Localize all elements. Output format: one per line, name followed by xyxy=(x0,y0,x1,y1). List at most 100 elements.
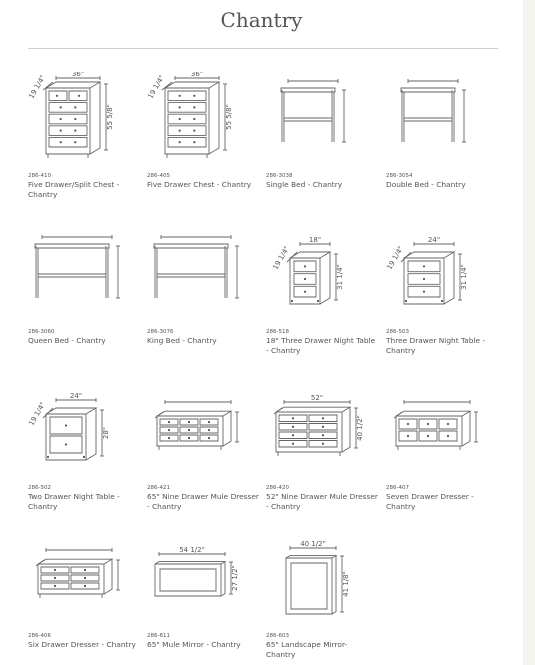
width-label: 36" xyxy=(191,72,203,78)
product-sku: 286-407 xyxy=(386,485,409,491)
drawer-front xyxy=(200,419,218,425)
product-name: Three Drawer Night Table - Chantry xyxy=(386,336,486,355)
top-face xyxy=(165,82,219,88)
product-drawing xyxy=(386,384,486,484)
drawer-front xyxy=(49,137,87,147)
dimension-line xyxy=(36,560,44,566)
height-label: 31 1/4" xyxy=(460,264,468,290)
drawer-knob xyxy=(291,442,295,445)
top-face xyxy=(290,252,330,258)
drawer-knob xyxy=(426,422,430,426)
dimension-line xyxy=(394,412,402,418)
drawer-front xyxy=(279,415,307,422)
product-card[interactable]: 286-421 65" Nine Drawer Mule Dresser - C… xyxy=(147,384,259,512)
drawer-knob xyxy=(82,455,86,459)
product-name: Two Drawer Night Table - Chantry xyxy=(28,492,120,511)
drawer-front xyxy=(50,436,82,453)
product-card[interactable]: 286-407 Seven Drawer Dresser - Chantry xyxy=(386,384,496,512)
headboard-top-rail xyxy=(35,244,109,248)
drawer-knob xyxy=(178,94,181,97)
width-label: 40 1/2" xyxy=(300,540,326,548)
drawer-knob xyxy=(178,141,181,144)
drawer-knob xyxy=(321,442,325,445)
depth-label: 19 1/4" xyxy=(271,245,291,271)
product-drawing xyxy=(386,72,486,172)
top-face xyxy=(276,407,350,412)
side-face xyxy=(209,82,219,154)
front-face xyxy=(396,416,462,446)
product-name: 18" Three Drawer Night Table - Chantry xyxy=(266,336,376,355)
product-card[interactable]: 40 1/2"41 1/8" 286-603 65" Landscape Mir… xyxy=(266,532,376,660)
drawer-front xyxy=(309,415,337,422)
height-label: 55 5/8" xyxy=(225,104,233,130)
product-card[interactable]: 286-406 Six Drawer Dresser - Chantry xyxy=(28,532,138,650)
side-face xyxy=(86,408,96,460)
drawer-front xyxy=(168,137,206,147)
drawer-knob xyxy=(178,117,181,121)
headboard-top-rail xyxy=(154,244,228,248)
drawer-knob xyxy=(59,117,62,121)
drawer-knob xyxy=(64,424,68,427)
product-card[interactable]: 54 1/2"27 1/2" 286-611 65" Mule Mirror -… xyxy=(147,532,257,650)
height-label: 55 5/8" xyxy=(106,104,114,130)
product-name: 65" Landscape Mirror- Chantry xyxy=(266,640,348,659)
drawer-front xyxy=(200,427,218,433)
drawer-front xyxy=(160,427,178,433)
top-face xyxy=(157,411,231,416)
product-drawing: 36" 19 1/4" 55 5/8" xyxy=(147,72,233,172)
drawer-knob xyxy=(59,106,62,109)
side-face xyxy=(342,407,350,452)
width-label: 24" xyxy=(428,236,440,244)
drawer-front xyxy=(408,261,440,272)
drawer-knob xyxy=(167,428,171,432)
top-face xyxy=(38,559,112,564)
product-card[interactable]: 286-3038 Single Bed - Chantry xyxy=(266,72,376,190)
product-drawing: 52"40 1/2" xyxy=(266,394,364,484)
drawer-knob xyxy=(53,568,57,572)
product-card[interactable]: 286-3076 King Bed - Chantry xyxy=(147,228,257,346)
product-sku: 286-3060 xyxy=(28,329,55,335)
depth-label: 19 1/4" xyxy=(147,74,166,100)
product-name: Five Drawer Chest - Chantry xyxy=(147,180,252,189)
drawer-front xyxy=(408,286,440,297)
product-card[interactable]: 52"40 1/2" 286-420 52" Nine Drawer Mule … xyxy=(266,384,378,512)
product-card[interactable]: 286-3054 Double Bed - Chantry xyxy=(386,72,496,190)
drawer-knob xyxy=(77,94,81,97)
product-sku: 286-405 xyxy=(147,173,170,179)
product-card[interactable]: 286-3060 Queen Bed - Chantry xyxy=(28,228,138,346)
product-sku: 286-410 xyxy=(28,173,51,179)
width-label: 36" xyxy=(72,72,84,78)
product-name: Single Bed - Chantry xyxy=(266,180,343,189)
drawer-knob xyxy=(59,129,62,132)
front-face xyxy=(276,412,342,452)
drawer-knob xyxy=(440,299,444,303)
height-label: 40 1/2" xyxy=(356,415,364,441)
drawer-front xyxy=(49,114,87,124)
product-card[interactable]: 36"19 1/4"55 5/8" 286-410 Five Drawer/Sp… xyxy=(28,72,138,200)
drawer-front xyxy=(309,441,337,448)
drawer-knob xyxy=(291,434,295,437)
product-card[interactable]: 36" 19 1/4" 55 5/8" 286-405 Five Drawer Ch… xyxy=(147,72,257,190)
width-label: 54 1/2" xyxy=(179,546,205,554)
product-sku: 286-503 xyxy=(386,329,409,335)
drawer-front xyxy=(180,435,198,441)
drawer-front xyxy=(279,441,307,448)
product-name: Queen Bed - Chantry xyxy=(28,336,106,345)
drawer-knob xyxy=(291,425,295,428)
front-face xyxy=(155,564,221,596)
drawer-front xyxy=(294,286,316,297)
drawer-knob xyxy=(291,417,295,420)
drawer-front xyxy=(408,274,440,285)
front-face xyxy=(290,258,320,304)
product-drawing xyxy=(28,228,128,328)
product-card[interactable]: 18"19 1/4"31 1/4" 286-518 18" Three Draw… xyxy=(266,228,376,356)
product-name: King Bed - Chantry xyxy=(147,336,217,345)
product-sku: 286-3054 xyxy=(386,173,413,179)
front-face xyxy=(46,88,90,154)
mirror-glass xyxy=(160,569,216,591)
mirror-glass xyxy=(291,563,327,609)
product-drawing: 18"19 1/4"31 1/4" xyxy=(271,236,344,328)
product-card[interactable]: 24"19 1/4"31 1/4" 286-503 Three Drawer N… xyxy=(386,228,496,356)
product-card[interactable]: 24"19 1/4"28" 286-502 Two Drawer Night T… xyxy=(28,384,138,512)
drawer-front xyxy=(160,435,178,441)
